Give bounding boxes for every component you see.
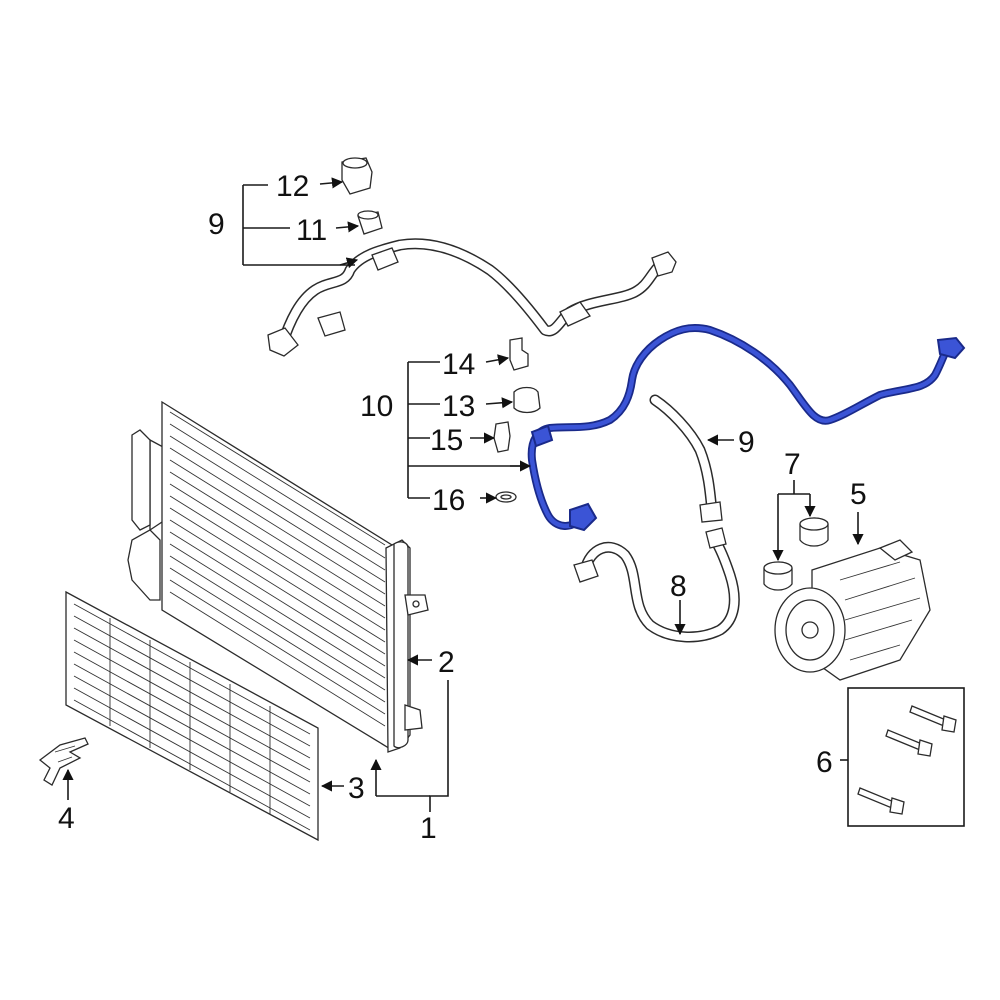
callout-6: 6 (816, 746, 833, 779)
callout-16: 16 (432, 484, 465, 517)
discharge-hose-highlighted (527, 324, 966, 532)
callout-14: 14 (442, 348, 475, 381)
bolt-kit (847, 687, 965, 827)
leader-lines (62, 177, 864, 812)
callout-7: 7 (784, 448, 801, 481)
callout-1: 1 (420, 812, 437, 845)
callout-labels: 12 9 11 14 10 13 15 16 9 7 5 8 2 6 3 4 1 (58, 170, 867, 845)
callout-5: 5 (850, 478, 867, 511)
callout-10: 10 (360, 390, 393, 423)
callout-8: 8 (670, 570, 687, 603)
callout-4: 4 (58, 802, 75, 835)
ac-compressor (774, 539, 931, 681)
sensor-15 (493, 421, 511, 453)
callout-3: 3 (348, 772, 365, 805)
cap-13 (513, 386, 541, 414)
suction-hose-upper (267, 238, 677, 357)
callout-13: 13 (442, 390, 475, 423)
callout-9-right: 9 (738, 426, 755, 459)
condenser (127, 400, 429, 753)
liquid-hose (573, 527, 740, 643)
o-ring-16 (495, 491, 517, 503)
air-shroud (65, 590, 319, 842)
callout-15: 15 (430, 424, 463, 457)
callout-12: 12 (276, 170, 309, 203)
cap-12 (341, 157, 373, 195)
retaining-clip (38, 737, 89, 786)
cap-11 (357, 210, 383, 235)
suction-hose-right (649, 394, 723, 523)
caps-7 (763, 517, 829, 591)
pressure-switch-14 (509, 337, 529, 371)
callout-11: 11 (296, 214, 327, 247)
callout-2: 2 (438, 646, 455, 679)
callout-9-top: 9 (208, 208, 225, 241)
